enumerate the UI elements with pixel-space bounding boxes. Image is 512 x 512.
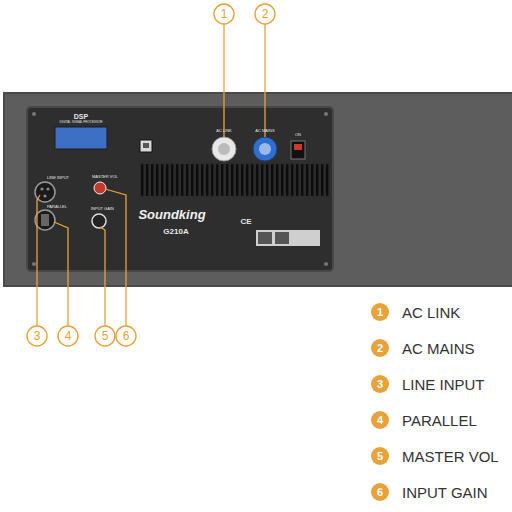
usb-port: [143, 143, 149, 148]
callout-number: 6: [123, 330, 130, 342]
xlr-output: [41, 214, 49, 226]
warning-label: [256, 230, 320, 246]
input-gain-knob: [92, 214, 106, 228]
xlr-output: [35, 210, 55, 230]
usb-port: [140, 140, 152, 152]
callout-ring: [58, 326, 78, 346]
panel-marking: DSP: [74, 113, 88, 120]
heatsink-grille: [140, 163, 330, 197]
panel-marking: LINE INPUT: [47, 176, 69, 180]
panel-marking: MASTER VOL: [92, 175, 118, 179]
xlr-pin: [40, 187, 43, 190]
model-number: G210A: [163, 228, 188, 236]
legend-dot: [371, 303, 389, 321]
screw: [32, 262, 36, 266]
legend-dots: [371, 303, 389, 501]
xlr-pin: [43, 194, 46, 197]
brand-logo: Soundking: [138, 208, 205, 221]
screw: [324, 112, 328, 116]
callout-rings: [27, 4, 275, 346]
leader-lines: [37, 24, 265, 326]
legend-number: 5: [377, 451, 383, 462]
callout-ring: [116, 326, 136, 346]
callout-ring: [255, 4, 275, 24]
panel-marking: INPUT GAIN: [91, 207, 114, 211]
powercon-in: [259, 143, 271, 155]
legend-text: PARALLEL: [402, 413, 477, 428]
panel-marking: PARALLEL: [47, 205, 67, 209]
warning-label: [275, 232, 289, 244]
screw: [324, 262, 328, 266]
legend-text: AC LINK: [402, 305, 460, 320]
master-volume-knob: [94, 182, 106, 194]
legend-dot: [371, 447, 389, 465]
lcd-display: [55, 127, 107, 149]
ce-mark: CE: [240, 218, 251, 226]
legend-dot: [371, 483, 389, 501]
legend-dot: [371, 339, 389, 357]
power-switch: [291, 141, 305, 159]
legend-number: 2: [377, 343, 383, 354]
callout-ring: [95, 326, 115, 346]
power-switch: [294, 144, 302, 150]
powercon-out: [218, 143, 230, 155]
legend-number: 3: [377, 379, 383, 390]
callout-number: 3: [34, 330, 41, 342]
legend-number: 6: [377, 487, 383, 498]
panel-marking: ON: [295, 133, 301, 137]
callout-number: 2: [262, 8, 269, 20]
amplifier-plate: [27, 107, 333, 271]
legend-text: INPUT GAIN: [402, 485, 488, 500]
warning-label: [258, 232, 272, 244]
speaker-cabinet: [4, 93, 512, 286]
xlr-pin: [46, 187, 49, 190]
callout-number: 5: [102, 330, 109, 342]
leader-line: [223, 24, 224, 137]
leader-line: [264, 24, 265, 137]
legend-number: 1: [377, 307, 383, 318]
legend-text: AC MAINS: [402, 341, 475, 356]
callout-number: 1: [221, 8, 228, 20]
legend-text: LINE INPUT: [402, 377, 485, 392]
legend-number: 4: [377, 415, 383, 426]
legend-dot: [371, 375, 389, 393]
leader-line: [100, 227, 105, 326]
panel-marking: DIGITAL SIGNAL PROCESSOR: [59, 121, 102, 124]
callout-ring: [27, 326, 47, 346]
cabinet-edge: [4, 93, 512, 286]
powercon-out: [212, 137, 236, 161]
legend-dot: [371, 411, 389, 429]
panel-marking: AC LINK: [216, 129, 232, 133]
leader-line: [54, 222, 68, 326]
panel-marking: AC MAINS: [255, 129, 274, 133]
legend-text: MASTER VOL: [402, 449, 499, 464]
screw: [32, 112, 36, 116]
callout-number: 4: [65, 330, 72, 342]
powercon-in: [253, 137, 277, 161]
callout-ring: [214, 4, 234, 24]
leader-line: [37, 195, 40, 326]
